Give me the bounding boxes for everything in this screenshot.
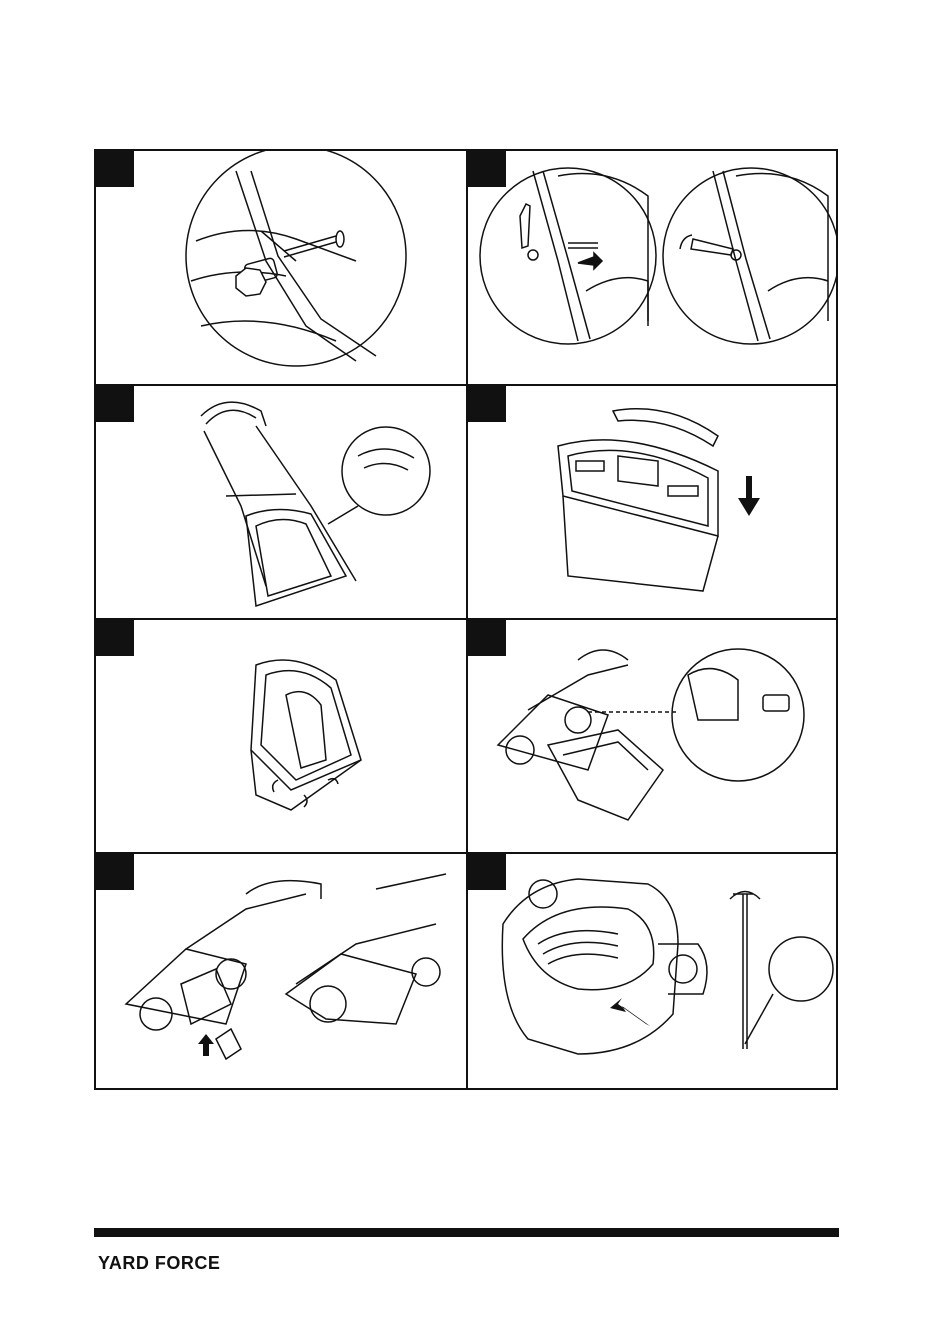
panel-mulch-plug xyxy=(96,854,466,1090)
panel-handle-cable xyxy=(96,386,466,618)
instruction-figure-grid xyxy=(94,149,838,1090)
grass-box-clips-illustration xyxy=(96,620,466,852)
quick-release-illustration xyxy=(468,151,838,384)
grass-box-attach-illustration xyxy=(468,620,838,852)
grass-box-lid-illustration xyxy=(468,386,838,618)
mulch-plug-illustration xyxy=(96,854,466,1090)
panel-grass-box-clips xyxy=(96,620,466,852)
handle-cable-illustration xyxy=(96,386,466,618)
brand-logo: YARD FORCE xyxy=(98,1253,220,1274)
panel-quick-release xyxy=(468,151,838,384)
panel-handle-bolt xyxy=(96,151,466,384)
panel-grass-box-lid xyxy=(468,386,838,618)
panel-engine-dipstick xyxy=(468,854,838,1090)
panel-grass-box-attach xyxy=(468,620,838,852)
footer-rule xyxy=(94,1228,839,1237)
handle-bolt-illustration xyxy=(96,151,466,384)
engine-dipstick-illustration xyxy=(468,854,838,1090)
